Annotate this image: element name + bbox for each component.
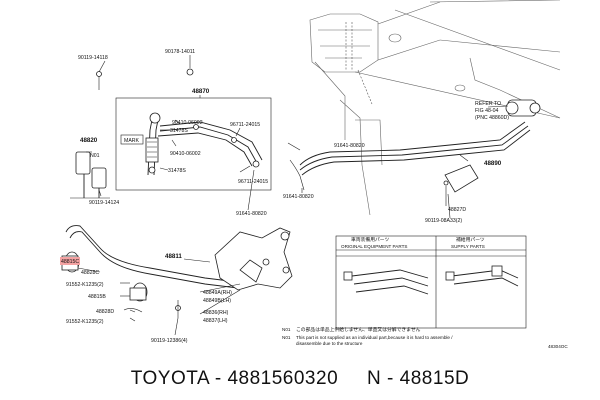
label-31478s-a: 31478S [170,128,188,134]
legend-orig-jp: 車両装備用パーツ [351,236,389,243]
label-48827d: 48827D [448,207,466,213]
highlight-48815c [60,257,80,265]
label-91641-80820-c: 91641-80820 [283,194,314,200]
figure-code: 48304OC [548,344,568,349]
footer-brand: TOYOTA [130,368,210,389]
label-90119-08a33: 90119-08A33(2) [425,218,462,224]
label-91552-k1235-a: 91552-K1235(2) [66,282,104,288]
note-n01-code-a: N01 [282,327,291,332]
note-n01-jp: この部品は単品上供給しません、単品又は分解できません [296,326,421,333]
label-90410-06002-a: 90410-06002 [172,120,203,126]
label-90119-12386: 90119-12386(4) [151,338,188,344]
label-96711-24015-b: 96711-24015 [238,179,268,185]
label-90410-06002-b: 90410-06002 [170,151,201,157]
label-90178-14011: 90178-14011 [165,49,195,55]
label-48837: 48837(LH) [203,318,228,324]
leader-lines [72,55,509,336]
part-footer-text: TOYOTA - 4881560320 N - 48815D [0,368,600,390]
label-48815b: 48815B [88,294,106,300]
label-90119-14124: 90119-14124 [89,200,119,206]
label-n01: N01 [90,153,100,159]
label-48849a: 48849A(RH) [203,290,232,296]
label-48828d: 48828D [96,309,114,315]
note-n01-code-b: N01 [282,335,291,340]
legend-supply-en: SUPPLY PARTS [451,244,485,249]
label-91552-k1235-b: 91552-K1235(2) [66,319,104,325]
footer-sep-2: - [381,368,400,389]
part-footer: TOYOTA - 4881560320 N - 48815D [0,358,600,400]
label-refer-to: REFER TO [475,101,501,107]
part-labels: 90119-14118 90178-14011 48870 48820 N01 … [60,49,509,344]
note-n01-en-2: disassemble due to the structure [296,341,363,346]
footer-gap [338,368,367,389]
note-n01-en-1: This part is not supplied as an individu… [296,335,453,340]
label-48890: 48890 [484,160,502,167]
footer-sep-1: - [209,368,228,389]
label-refer-pnc: (PNC 48860D) [475,115,509,121]
footer-part-number: 4881560320 [227,368,339,389]
stabilizer-link [70,68,194,199]
legend-supply-jp: 補給用パーツ [456,236,485,243]
inset-box-48870 [115,97,272,191]
label-48811: 48811 [165,253,182,260]
label-90119-14118: 90119-14118 [78,55,108,61]
label-48849b: 48849B(LH) [203,298,231,304]
label-refer-fig: FIG 48-04 [475,108,498,114]
label-48836: 48836(RH) [203,310,229,316]
hose-lines [289,99,541,193]
lower-arm [175,227,293,318]
footer-n-label: N [367,368,382,389]
footer-pnc: 48815D [399,368,470,389]
label-mark: MARK [124,138,140,144]
label-48828c: 48828C [81,270,99,276]
notes: N01 この部品は単品上供給しません、単品又は分解できません N01 This … [282,326,568,349]
label-48815c: 48815C [61,259,79,265]
legend-box: 車両装備用パーツ ORIGINAL EQUIPMENT PARTS 補給用パーツ… [335,235,527,329]
label-48870: 48870 [192,88,210,95]
label-96711-24015-a: 96711-24015 [230,122,260,128]
label-91641-80820-a: 91641-80820 [236,211,267,217]
label-48820: 48820 [80,137,98,144]
label-31478s-b: 31478S [168,168,186,174]
label-91641-80820-b: 91641-80820 [334,143,365,149]
legend-orig-en: ORIGINAL EQUIPMENT PARTS [341,244,407,249]
